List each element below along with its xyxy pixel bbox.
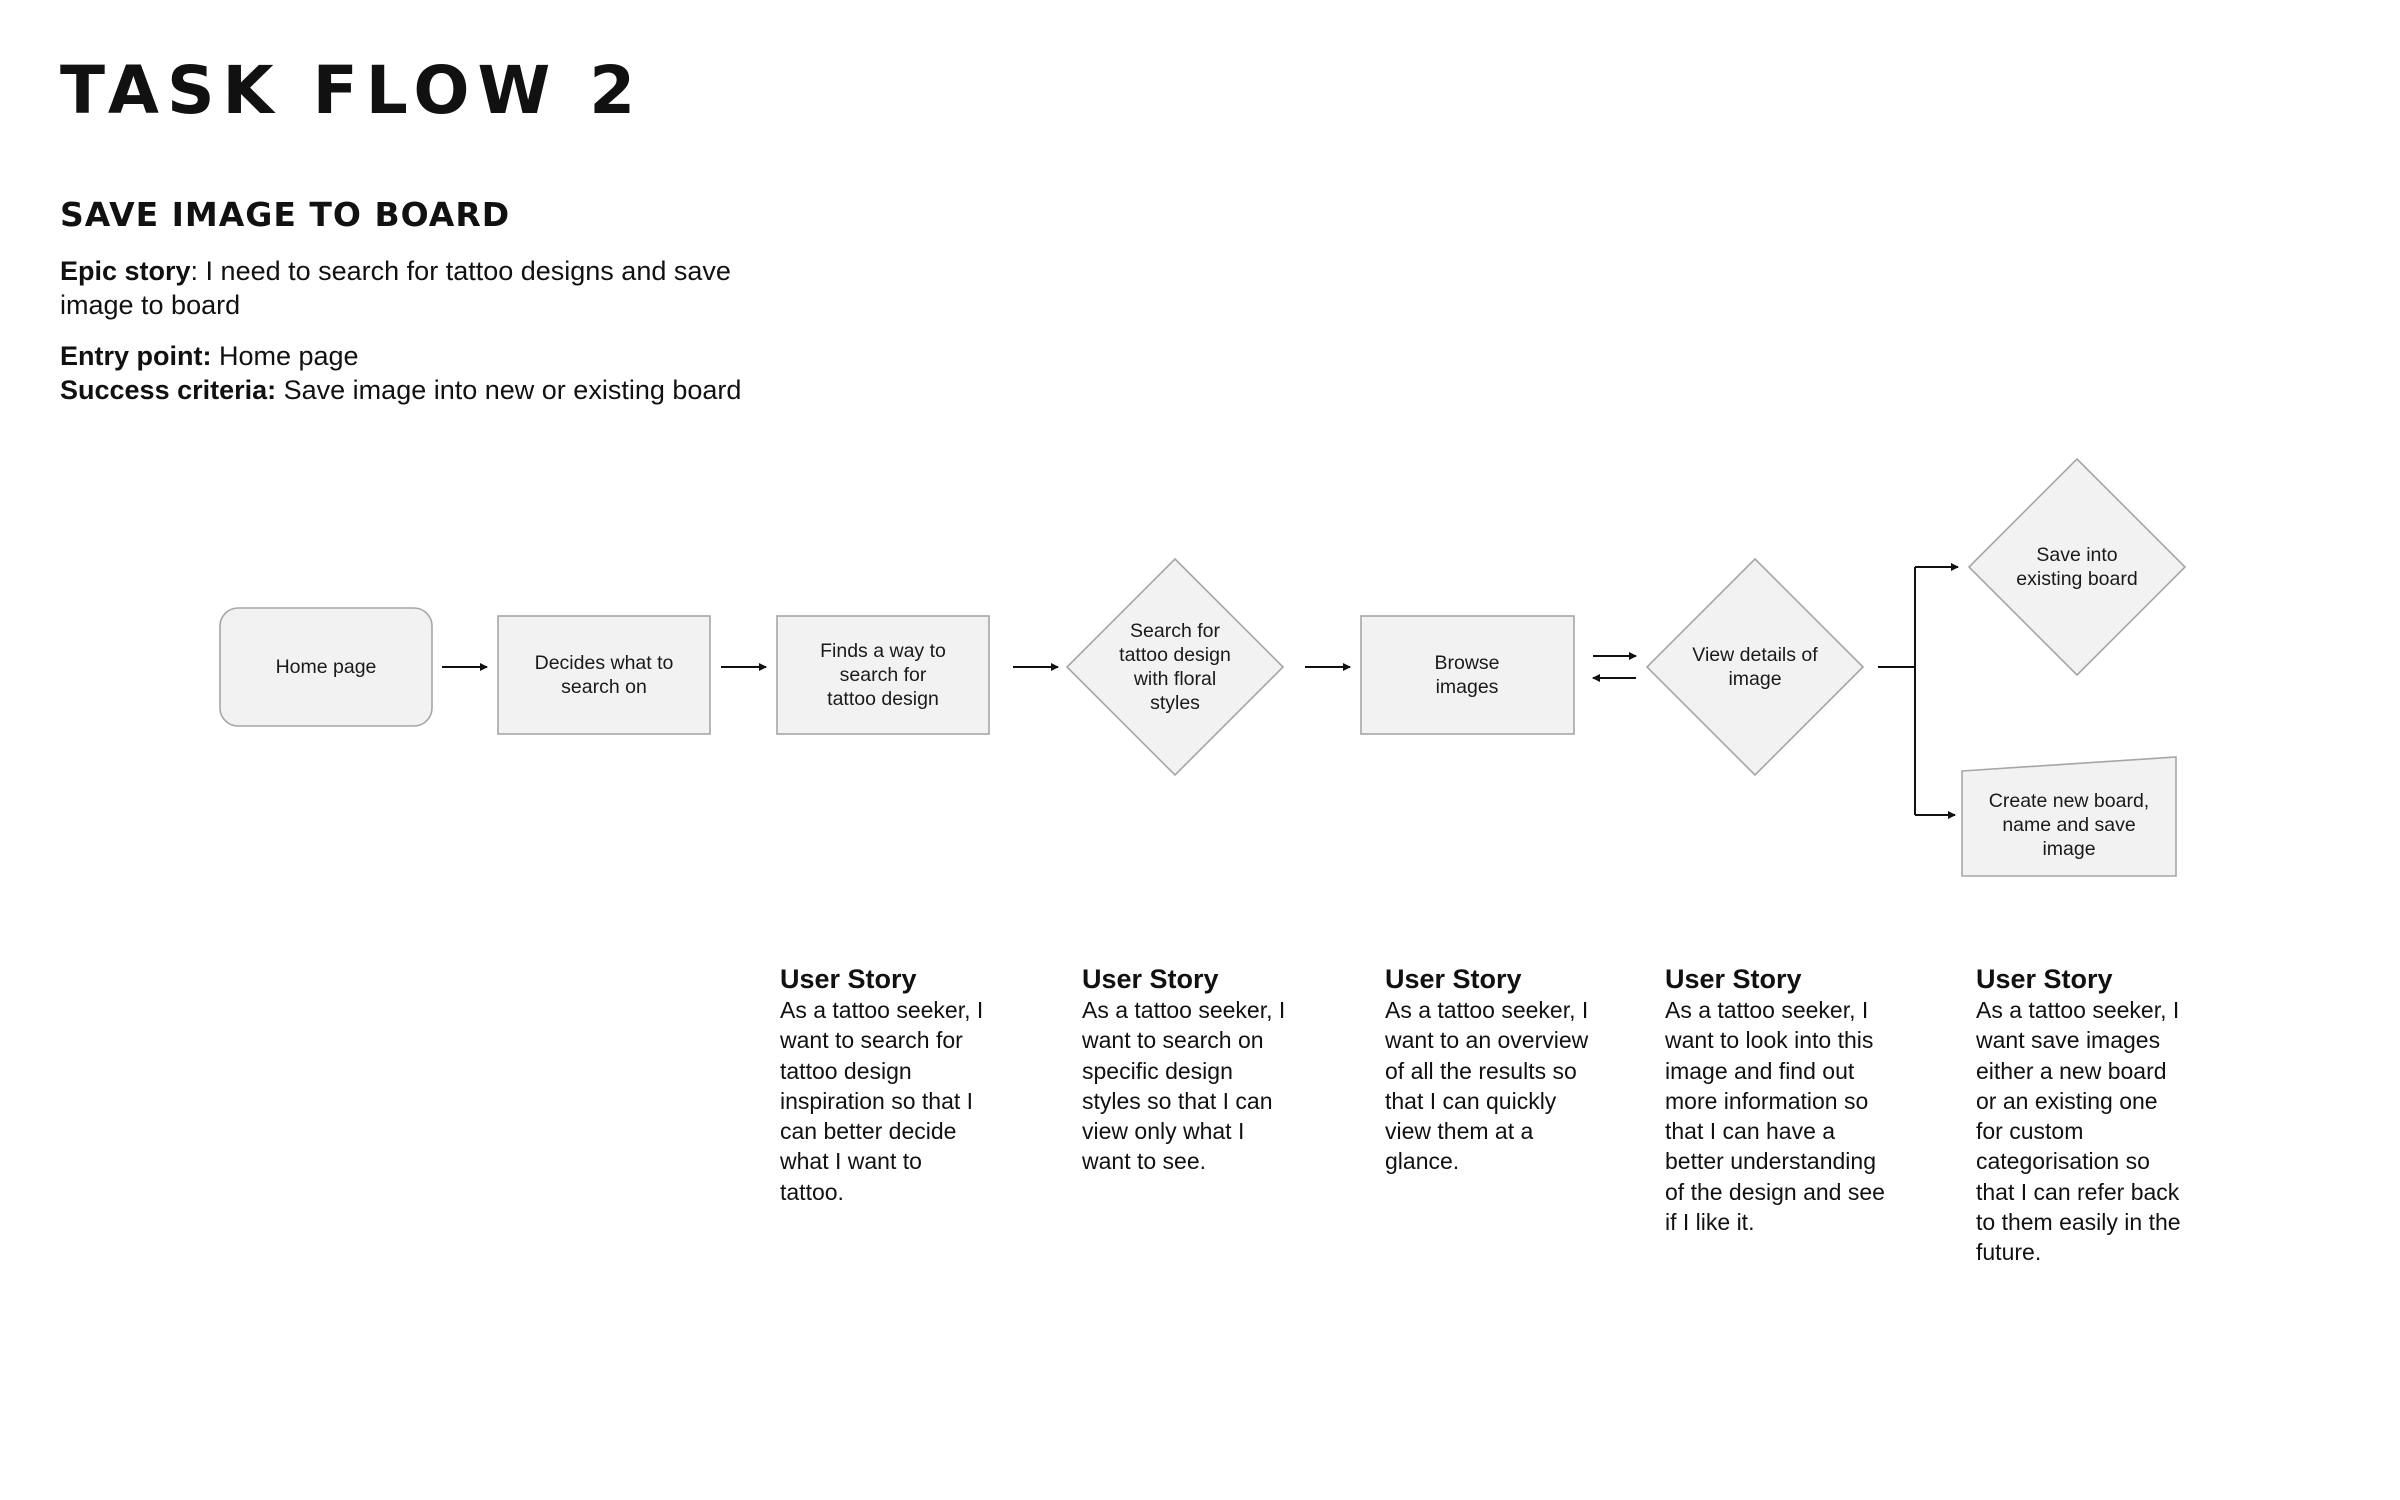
epic-story-label: Epic story [60, 256, 191, 286]
create-new-board-label: Create new board, name and save image [1988, 790, 2150, 860]
search-floral-decision [1065, 557, 1285, 777]
success-criteria-text: Save image into new or existing board [276, 375, 742, 405]
flow-subtitle: SAVE IMAGE TO BOARD [60, 195, 511, 234]
success-criteria: Success criteria: Save image into new or… [60, 373, 780, 407]
create-new-board-node [1961, 756, 2177, 877]
browse-images-label: Browse images [1434, 652, 1500, 698]
page-title: TASK FLOW 2 [60, 52, 644, 129]
decides-search-label: Decides what to search on [534, 652, 674, 698]
user-story-heading: User Story [1976, 964, 2113, 994]
user-story-save: User Story As a tattoo seeker, I want sa… [1976, 963, 2206, 1268]
user-story-styles: User Story As a tattoo seeker, I want to… [1082, 963, 1312, 1177]
home-page-node [219, 607, 433, 727]
user-story-details: User Story As a tattoo seeker, I want to… [1665, 963, 1895, 1237]
user-story-text: As a tattoo seeker, I want to look into … [1665, 997, 1885, 1236]
decides-search-node [497, 615, 711, 735]
browse-images-node [1360, 615, 1575, 735]
user-story-text: As a tattoo seeker, I want to search for… [780, 997, 984, 1205]
search-floral-label: Search for tattoo design with floral sty… [1119, 620, 1231, 714]
user-story-heading: User Story [1082, 964, 1219, 994]
save-existing-label: Save into existing board [2016, 544, 2138, 590]
user-story-text: As a tattoo seeker, I want to search on … [1082, 997, 1286, 1175]
home-page-label: Home page [275, 656, 377, 678]
user-story-text: As a tattoo seeker, I want save images e… [1976, 997, 2181, 1266]
user-story-text: As a tattoo seeker, I want to an overvie… [1385, 997, 1589, 1175]
entry-point: Entry point: Home page [60, 339, 780, 373]
epic-story-text: : I need to search for tattoo designs an… [60, 256, 731, 320]
user-story-overview: User Story As a tattoo seeker, I want to… [1385, 963, 1615, 1177]
success-criteria-label: Success criteria: [60, 375, 277, 405]
user-story-search: User Story As a tattoo seeker, I want to… [780, 963, 1010, 1207]
entry-point-text: Home page [211, 341, 359, 371]
user-story-heading: User Story [780, 964, 917, 994]
view-details-label: View details of image [1692, 644, 1818, 690]
finds-way-label: Finds a way to search for tattoo design [820, 640, 946, 710]
finds-way-node [776, 615, 990, 735]
user-story-heading: User Story [1385, 964, 1522, 994]
epic-story: Epic story: I need to search for tattoo … [60, 254, 780, 322]
user-story-heading: User Story [1665, 964, 1802, 994]
save-existing-decision [1967, 457, 2187, 677]
view-details-decision [1645, 557, 1865, 777]
entry-point-label: Entry point: [60, 341, 212, 371]
